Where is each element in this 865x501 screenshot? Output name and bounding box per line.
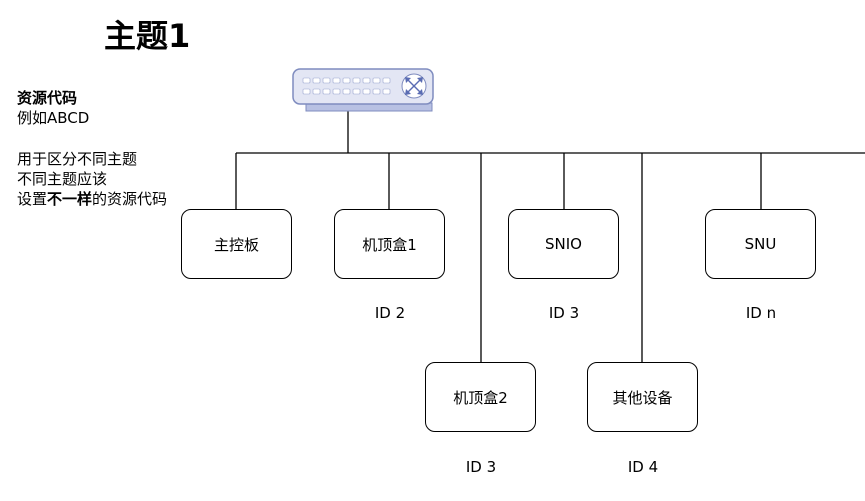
network-switch-icon [292,68,434,112]
device-snio: SNIO [508,209,619,279]
device-set-top-box-2: 机顶盒2 [425,362,536,432]
device-set-top-box-1: 机顶盒1 [334,209,445,279]
device-snu: SNU [705,209,816,279]
page-title: 主题1 [104,17,191,55]
note-line-2: 不同主题应该 [17,170,108,188]
device-other: 其他设备 [587,362,698,432]
device-id-other: ID 4 [627,458,659,476]
device-id-stb2: ID 3 [465,458,497,476]
device-id-stb1: ID 2 [374,304,406,322]
device-label: SNU [744,235,777,253]
connector-lines [235,111,865,362]
device-main-board: 主控板 [181,209,292,279]
device-label: 主控板 [213,235,259,254]
device-label: 其他设备 [612,388,673,407]
device-label: 机顶盒2 [453,388,508,407]
device-label: 机顶盒1 [362,235,417,254]
device-label: SNIO [545,235,582,253]
note-line-1: 用于区分不同主题 [17,150,138,168]
device-id-snu: ID n [745,304,777,322]
note-heading: 资源代码 [17,89,78,107]
note-line-3: 设置不一样的资源代码 [17,190,168,208]
note-example: 例如ABCD [17,109,90,127]
device-id-snio: ID 3 [548,304,580,322]
